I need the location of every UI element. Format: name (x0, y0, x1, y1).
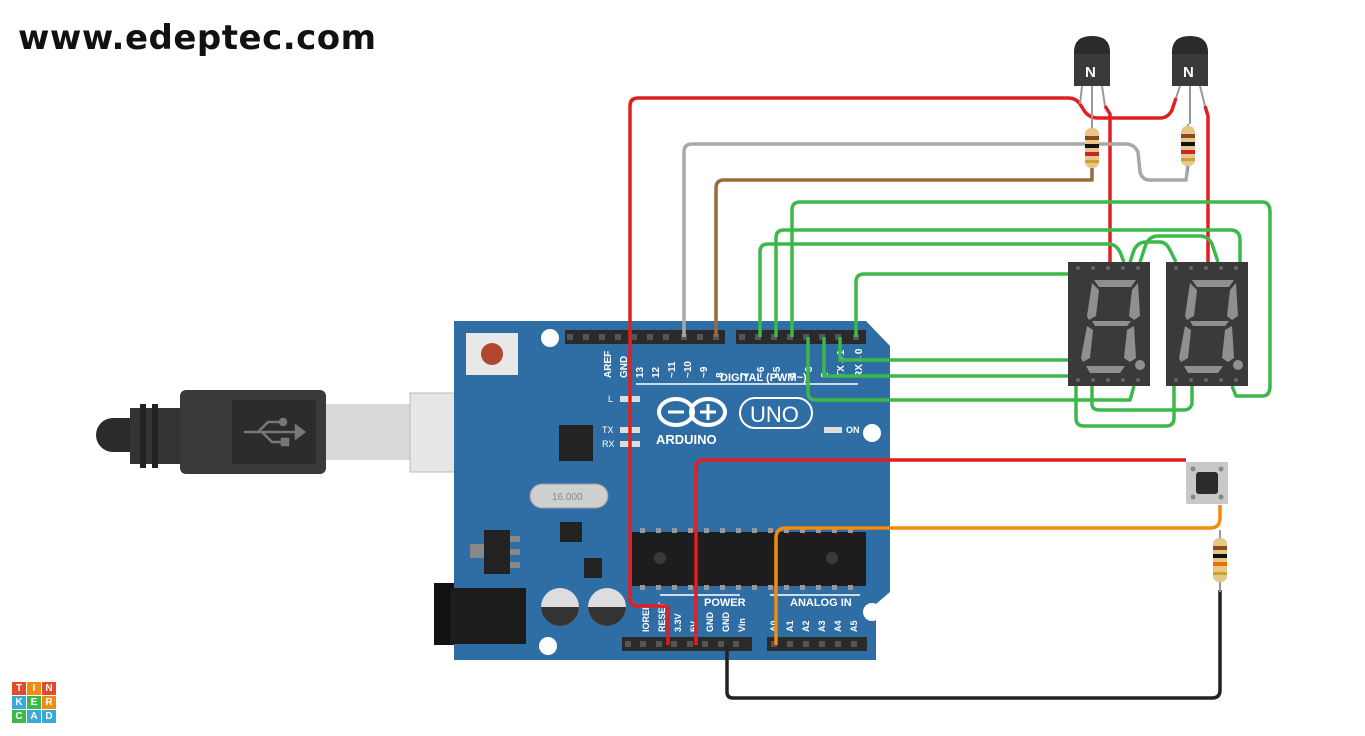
resistor-1 (1085, 120, 1099, 168)
watermark-text: www.edeptec.com (18, 18, 377, 58)
wire-black-gnd (725, 590, 1222, 700)
pin-label-top: ~9 (699, 366, 710, 378)
usb-cable (96, 390, 519, 474)
pin-label-power: RESET (657, 601, 667, 632)
pin-label-analog: A1 (785, 620, 795, 632)
wire-brown-9 (714, 166, 1094, 337)
wire-red-t1-e-t2 (1078, 97, 1178, 120)
pin-label-analog: A5 (849, 620, 859, 632)
transistor-2: N (1172, 36, 1208, 124)
svg-text:16.000: 16.000 (552, 492, 583, 503)
pin-label-analog: A3 (817, 620, 827, 632)
pin-label-top: ~10 (683, 361, 694, 378)
analog-label: ANALOG IN (790, 597, 852, 609)
pin-label-top: GND (619, 356, 630, 378)
brand-text: ARDUINO (656, 432, 717, 447)
on-label: ON (846, 425, 860, 435)
pin-label-power: GND (721, 612, 731, 633)
wires (628, 96, 1272, 700)
pin-label-analog: A0 (769, 620, 779, 632)
pin-label-power: IOREF (641, 604, 651, 632)
led-label-tx: TX (602, 425, 614, 435)
arduino-logo: ARDUINO UNO (656, 397, 813, 447)
wire-red-t2-c (1203, 105, 1210, 262)
resistor-2 (1181, 124, 1195, 172)
pin-label-top: 13 (635, 366, 646, 378)
transistor-2-label: N (1183, 64, 1194, 81)
pin-label-top: ~6 (756, 366, 767, 378)
transistor-1: N (1074, 36, 1110, 120)
seven-segment-display-1 (1068, 262, 1150, 386)
led-label-rx: RX (602, 439, 615, 449)
wire-red-t1-c (1103, 105, 1112, 262)
pin-label-top: ~11 (667, 361, 678, 378)
capacitors (541, 588, 626, 626)
digital-label: DIGITAL (PWM~) (720, 372, 807, 384)
pin-label-top: 4 (788, 372, 799, 378)
led-label-l: L (608, 394, 613, 404)
pin-label-top: 12 (651, 366, 662, 378)
pin-label-analog: A2 (801, 620, 811, 632)
pin-label-top: RX←0 (854, 348, 865, 378)
digital-header-right (736, 330, 866, 344)
tinkercad-logo: T I N K E R C A D (12, 682, 58, 724)
pin-label-top: ~5 (772, 366, 783, 378)
wire-gray-10 (682, 142, 1190, 337)
reset-button[interactable] (466, 333, 518, 375)
pin-label-top: TX→1 (836, 349, 847, 378)
model-text: UNO (750, 402, 799, 427)
usb-icon (244, 417, 307, 447)
pin-label-top: 7 (740, 372, 751, 378)
resistor-3 (1213, 530, 1227, 592)
pin-label-top: 8 (715, 372, 726, 378)
push-button[interactable] (1186, 462, 1228, 504)
wire-red-button (694, 458, 1186, 645)
transistor-1-label: N (1085, 64, 1096, 81)
pin-label-analog: A4 (833, 620, 843, 632)
pin-label-power: Vin (737, 618, 747, 632)
seven-segment-display-2 (1166, 262, 1248, 386)
crystal: 16.000 (529, 483, 609, 509)
usb-chip (559, 425, 593, 461)
atmega-chip (632, 528, 866, 590)
power-label: POWER (704, 597, 746, 609)
pin-label-top: AREF (603, 351, 614, 378)
voltage-regulator (470, 530, 520, 574)
pin-label-power: 3.3V (673, 613, 683, 632)
wire-red-5v (628, 96, 1082, 645)
power-jack (434, 583, 526, 645)
pin-label-power: 5V (689, 621, 699, 632)
pin-label-power: GND (705, 612, 715, 633)
wire-orange-a0 (774, 505, 1222, 645)
